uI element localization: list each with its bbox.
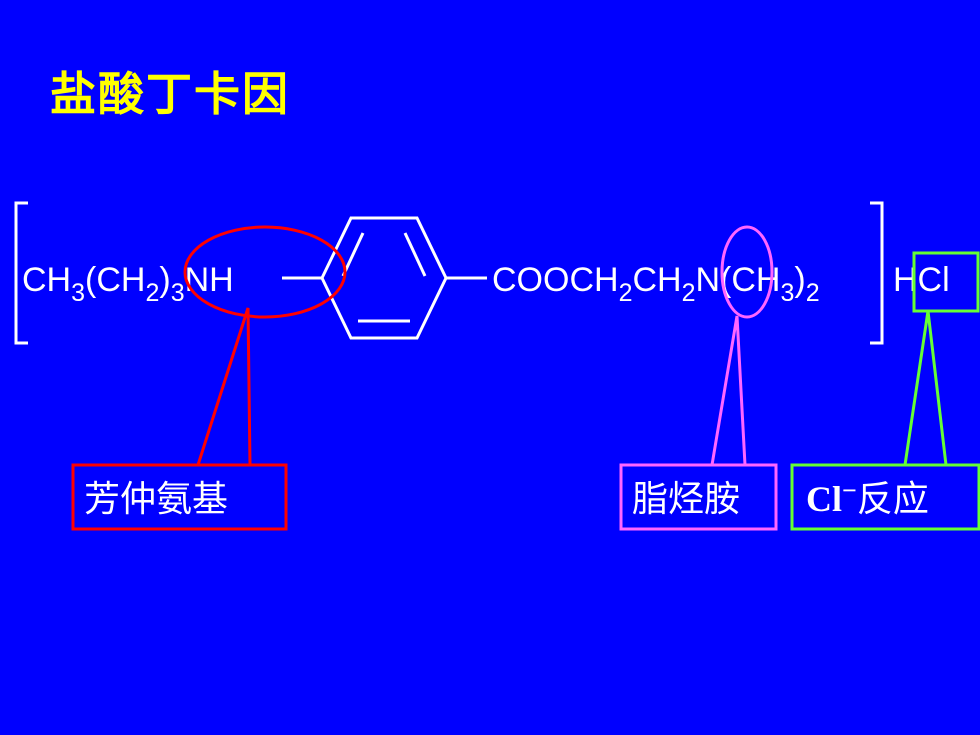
right-bracket [870, 201, 884, 345]
pointer-chloride-reaction [903, 310, 948, 466]
label-chloride-reaction: Cl−反应 [806, 476, 929, 520]
formula-left: CH3(CH2)3NH [22, 261, 234, 307]
highlight-ellipse-n [720, 225, 774, 319]
pointer-aromatic-amine [196, 307, 252, 466]
label-aliphatic-amine: 脂烃胺 [632, 479, 740, 520]
highlight-box-cl [912, 251, 980, 313]
left-bracket [14, 201, 28, 345]
formula-right: COOCH2CH2N(CH3)2 [492, 261, 820, 307]
label-box-aliphatic-amine [619, 463, 778, 531]
highlight-ellipse-nh [183, 225, 347, 319]
label-box-chloride-reaction [790, 463, 980, 531]
formula-salt: HCl [893, 261, 950, 299]
pointer-aliphatic-amine [710, 315, 747, 466]
label-box-aromatic-amine [71, 463, 288, 531]
ring-double-bond-2 [403, 232, 427, 277]
page-title: 盐酸丁卡因 [50, 67, 290, 121]
label-aromatic-amine: 芳仲氨基 [84, 479, 228, 520]
